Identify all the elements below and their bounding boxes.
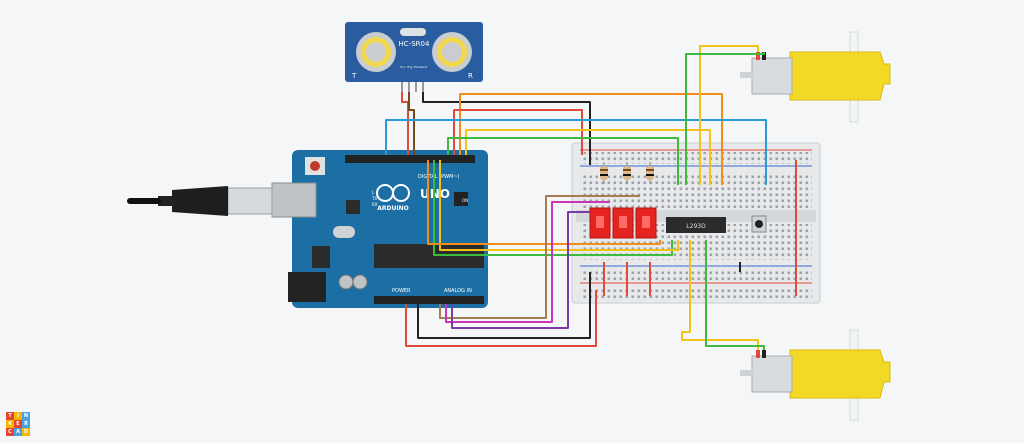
rx-label: RX	[372, 202, 378, 207]
digital-label: DIGITAL (PWM~)	[418, 174, 460, 180]
arduino-brand: ARDUINO	[377, 205, 408, 212]
wire-power-black[interactable]	[417, 272, 591, 339]
sensor-corner-left: T	[351, 72, 357, 80]
sensor-model: HC-SR04	[399, 40, 430, 48]
tx-label: TX	[371, 196, 377, 201]
sensor-pin-echo: Echo	[414, 65, 421, 69]
arduino-logo-icon	[376, 184, 410, 202]
logo-letter: I	[14, 412, 22, 420]
logo-letter: N	[22, 412, 30, 420]
sensor-corner-right: R	[468, 72, 473, 80]
wire-power-red[interactable]	[405, 290, 597, 347]
logo-letter: R	[22, 420, 30, 428]
analog-label: ANALOG IN	[444, 288, 472, 294]
wire-yellow-top[interactable]	[465, 129, 711, 185]
arduino-uno[interactable]: ARDUINO UNO DIGITAL (PWM~) POWER ANALOG …	[271, 150, 488, 308]
wire-motor-bottom-yellow[interactable]	[681, 240, 759, 350]
led-display-2[interactable]	[612, 207, 634, 239]
push-button[interactable]	[751, 215, 767, 233]
logo-letter: E	[14, 420, 22, 428]
l-label: L	[372, 190, 375, 195]
sensor-pin-vcc: Vcc	[400, 65, 406, 69]
resistor-1[interactable]	[600, 162, 608, 184]
wire-purple-analog[interactable]	[451, 211, 590, 329]
wire-sensor-gnd[interactable]	[422, 92, 591, 165]
power-label: POWER	[392, 288, 411, 294]
wire-magenta-analog[interactable]	[445, 201, 610, 323]
led-display-3[interactable]	[635, 207, 657, 239]
wire-blue-top[interactable]	[385, 119, 767, 185]
ultrasonic-sensor[interactable]: HC-SR04 T R Vcc Trig Echo Gnd	[345, 22, 483, 92]
led-display-1[interactable]	[589, 207, 611, 239]
sensor-pin-trig: Trig	[406, 65, 412, 69]
resistor-3[interactable]	[646, 162, 654, 184]
wire-brown-analog[interactable]	[439, 195, 640, 319]
l293d-chip[interactable]: L293D	[666, 217, 726, 233]
chip-label: L293D	[686, 223, 706, 230]
wire-motor-bottom-green[interactable]	[705, 240, 765, 350]
wire-motor-top-yellow[interactable]	[699, 45, 759, 185]
wire-sensor-trig[interactable]	[408, 92, 415, 155]
wire-sensor-vcc[interactable]	[401, 92, 409, 155]
on-label: ON	[462, 198, 468, 203]
wire-orange-mid[interactable]	[427, 160, 661, 245]
wire-yellow-mid[interactable]	[439, 160, 679, 251]
logo-letter: K	[6, 420, 14, 428]
wire-green-top[interactable]	[447, 137, 679, 185]
resistor-2[interactable]	[623, 162, 631, 184]
dc-motor-top[interactable]	[740, 31, 891, 123]
logo-letter: C	[6, 428, 14, 436]
logo-letter: T	[6, 412, 14, 420]
sensor-pin-gnd: Gnd	[421, 65, 427, 69]
wire-red-top[interactable]	[453, 109, 583, 155]
wire-orange-top[interactable]	[459, 93, 723, 185]
usb-cable[interactable]	[127, 186, 273, 216]
wire-motor-top-green[interactable]	[685, 52, 765, 185]
wires[interactable]	[385, 45, 797, 350]
logo-letter: A	[14, 428, 22, 436]
logo-letter: D	[22, 428, 30, 436]
dc-motor-bottom[interactable]	[740, 329, 891, 421]
